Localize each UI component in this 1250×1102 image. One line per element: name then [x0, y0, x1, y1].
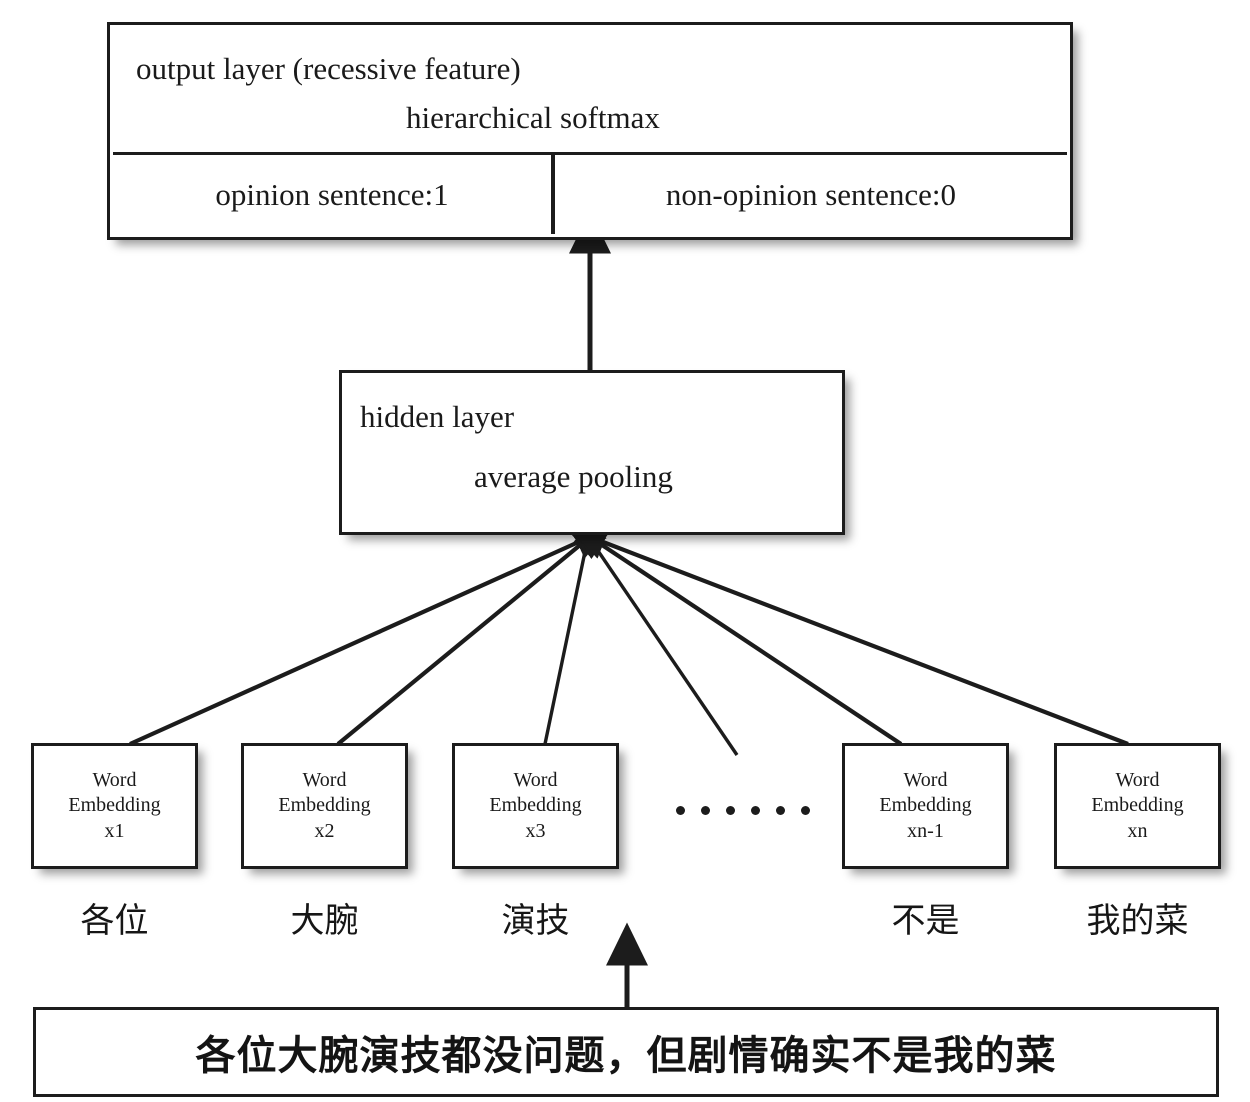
wire-x2-to-hidden [336, 522, 609, 746]
hidden-layer-subtitle: average pooling [474, 459, 673, 494]
word-embedding-line1: Word [1115, 769, 1160, 792]
word-embedding-box-xn-1: Word Embedding xn-1 [842, 743, 1009, 869]
output-layer-header: output layer (recessive feature) hierarc… [110, 25, 1070, 152]
token-label-5: 我的菜 [1086, 901, 1189, 941]
token-label-1: 各位 [80, 901, 149, 941]
word-embedding-line2: Embedding [489, 794, 582, 817]
word-embedding-index: x1 [104, 819, 125, 842]
token-label-3: 演技 [501, 901, 570, 941]
output-layer-box: output layer (recessive feature) hierarc… [107, 22, 1073, 240]
ellipsis-dots-icon [660, 795, 820, 825]
class-cell-non-opinion: non-opinion sentence:0 [665, 176, 957, 212]
word-embedding-line1: Word [903, 769, 948, 792]
input-sentence-box: 各位大腕演技都没问题，但剧情确实不是我的菜 [33, 1007, 1219, 1097]
word-embedding-box-x3: Word Embedding x3 [452, 743, 619, 869]
output-class-cells: opinion sentence:1 non-opinion sentence:… [113, 152, 1067, 234]
word-embedding-index: xn-1 [907, 819, 944, 842]
word-embedding-index: x2 [314, 819, 335, 842]
ellipsis-dot [701, 805, 710, 815]
ellipsis-dot [801, 805, 810, 815]
ellipsis-dot [726, 805, 735, 815]
hidden-layer-title: hidden layer [360, 399, 515, 434]
hidden-layer-box: hidden layer average pooling [339, 370, 845, 535]
wire-x3-to-hidden [543, 518, 600, 745]
word-embedding-line2: Embedding [1091, 794, 1184, 817]
word-embedding-box-x2: Word Embedding x2 [241, 743, 408, 869]
output-layer-title: output layer (recessive feature) [136, 51, 521, 86]
word-embedding-line2: Embedding [278, 794, 371, 817]
class-cell-opinion: opinion sentence:1 [113, 155, 555, 234]
wire-ellipsis-to-hidden [578, 522, 739, 756]
token-label-2: 大腕 [290, 901, 359, 941]
ellipsis-dot [776, 805, 785, 815]
word-embedding-index: xn [1127, 819, 1148, 842]
word-embedding-index: x3 [525, 819, 546, 842]
word-embedding-box-x1: Word Embedding x1 [31, 743, 198, 869]
ellipsis-dot [751, 805, 760, 815]
input-sentence-text: 各位大腕演技都没问题，但剧情确实不是我的菜 [195, 1033, 1057, 1079]
output-layer-subtitle: hierarchical softmax [406, 100, 660, 135]
wire-xn1-to-hidden [571, 524, 903, 746]
token-label-4: 不是 [891, 901, 960, 941]
word-embedding-line1: Word [92, 769, 137, 792]
word-embedding-box-xn: Word Embedding xn [1054, 743, 1221, 869]
ellipsis-dot [676, 805, 685, 815]
word-embedding-line1: Word [513, 769, 558, 792]
wire-xn-to-hidden [570, 525, 1129, 746]
word-embedding-line2: Embedding [68, 794, 161, 817]
word-embedding-line2: Embedding [879, 794, 972, 817]
wire-x1-to-hidden [129, 526, 611, 746]
word-embedding-line1: Word [302, 769, 347, 792]
